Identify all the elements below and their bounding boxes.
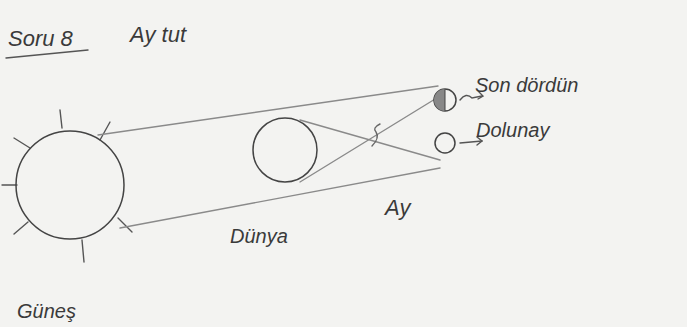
moon-label: Ay (385, 195, 410, 221)
question-number: Soru 8 (8, 26, 73, 52)
sun-circle: Güneş (15, 130, 125, 240)
earth-circle: Dünya (252, 117, 318, 183)
circle-outline (252, 117, 318, 183)
moon-full: Dolunay (434, 132, 456, 154)
circle-outline (433, 88, 457, 112)
node-label: Güneş (17, 300, 76, 323)
moon-last-quarter: Son dördün (433, 88, 457, 112)
circle-outline (15, 130, 125, 240)
node-label: Dünya (230, 225, 288, 248)
topic-note: Ay tut (130, 22, 186, 48)
circle-outline (434, 132, 456, 154)
node-label: Dolunay (476, 119, 549, 142)
node-label: Son dördün (475, 74, 578, 97)
